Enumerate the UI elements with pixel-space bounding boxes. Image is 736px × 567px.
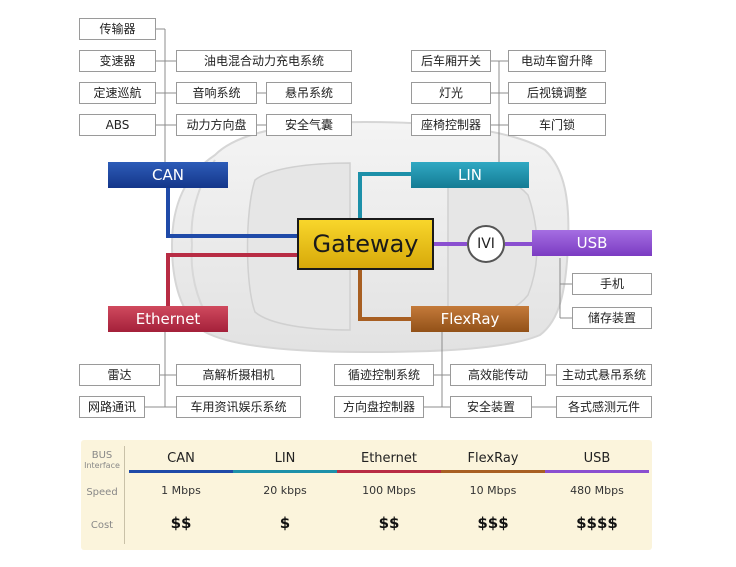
ethernet-module-1: 雷达 xyxy=(79,364,160,386)
flexray-module-4: 方向盘控制器 xyxy=(334,396,424,418)
flexray-module-6: 各式感测元件 xyxy=(556,396,652,418)
lin-module-1: 后车厢开关 xyxy=(411,50,491,72)
speed-ethernet: 100 Mbps xyxy=(362,484,416,497)
can-module-3: 油电混合动力充电系统 xyxy=(176,50,352,72)
lin-module-3: 灯光 xyxy=(411,82,491,104)
color-bar-lin xyxy=(233,470,337,473)
flexray-bus-box: FlexRay xyxy=(411,306,529,332)
lin-module-4: 后视镜调整 xyxy=(508,82,606,104)
connector-lines xyxy=(139,28,572,408)
color-bar-flexray xyxy=(441,470,545,473)
row-header-cost: Cost xyxy=(90,520,114,531)
can-module-6: 悬吊系统 xyxy=(266,82,352,104)
comparison-table xyxy=(81,440,652,550)
can-module-7: ABS xyxy=(79,114,156,136)
can-bus-box: CAN xyxy=(108,162,228,188)
col-header-lin: LIN xyxy=(274,451,296,466)
can-module-1: 传输器 xyxy=(79,18,156,40)
lin-module-5: 座椅控制器 xyxy=(411,114,491,136)
can-module-9: 安全气囊 xyxy=(266,114,352,136)
usb-module-1: 手机 xyxy=(572,273,652,295)
speed-usb: 480 Mbps xyxy=(570,484,624,497)
can-module-5: 音响系统 xyxy=(176,82,257,104)
color-bar-usb xyxy=(545,470,649,473)
usb-module-2: 储存装置 xyxy=(572,307,652,329)
flexray-connection xyxy=(358,270,411,321)
cost-usb: $$$$ xyxy=(576,514,618,532)
col-header-can: CAN xyxy=(167,451,195,466)
col-header-ethernet: Ethernet xyxy=(361,451,417,466)
row-header-bus-line1: BUS xyxy=(91,450,113,461)
speed-can: 1 Mbps xyxy=(161,484,201,497)
bus-connections xyxy=(166,172,532,321)
color-bar-ethernet xyxy=(337,470,441,473)
col-header-usb: USB xyxy=(583,451,611,466)
cost-ethernet: $$ xyxy=(378,514,400,532)
can-module-8: 动力方向盘 xyxy=(176,114,257,136)
speed-lin: 20 kbps xyxy=(263,484,307,497)
ivi-circle: IVI xyxy=(467,225,505,263)
gateway-box: Gateway xyxy=(297,218,434,270)
flexray-module-2: 高效能传动 xyxy=(450,364,546,386)
cost-flexray: $$$ xyxy=(477,514,509,532)
cost-lin: $ xyxy=(279,514,291,532)
ethernet-bus-box: Ethernet xyxy=(108,306,228,332)
lin-bus-box: LIN xyxy=(411,162,529,188)
lin-module-6: 车门锁 xyxy=(508,114,606,136)
speed-flexray: 10 Mbps xyxy=(469,484,517,497)
ethernet-module-2: 高解析摄相机 xyxy=(176,364,301,386)
row-header-bus-line2: Interface xyxy=(84,461,120,470)
can-connection xyxy=(166,188,297,238)
usb-bus-box: USB xyxy=(532,230,652,256)
cost-can: $$ xyxy=(170,514,192,532)
flexray-module-5: 安全装置 xyxy=(450,396,532,418)
table-divider xyxy=(124,446,125,544)
can-module-4: 定速巡航 xyxy=(79,82,156,104)
lin-module-2: 电动车窗升降 xyxy=(508,50,606,72)
lin-connection xyxy=(358,172,435,218)
row-header-speed: Speed xyxy=(86,487,118,498)
ethernet-module-3: 网路通讯 xyxy=(79,396,145,418)
flexray-module-1: 循迹控制系统 xyxy=(334,364,434,386)
color-bar-can xyxy=(129,470,233,473)
ethernet-connection xyxy=(166,253,297,306)
flexray-module-3: 主动式悬吊系统 xyxy=(556,364,652,386)
col-header-flexray: FlexRay xyxy=(467,451,519,466)
row-header-bus: BUS Interface xyxy=(82,450,122,470)
can-module-2: 变速器 xyxy=(79,50,156,72)
ethernet-module-4: 车用资讯娱乐系统 xyxy=(176,396,301,418)
